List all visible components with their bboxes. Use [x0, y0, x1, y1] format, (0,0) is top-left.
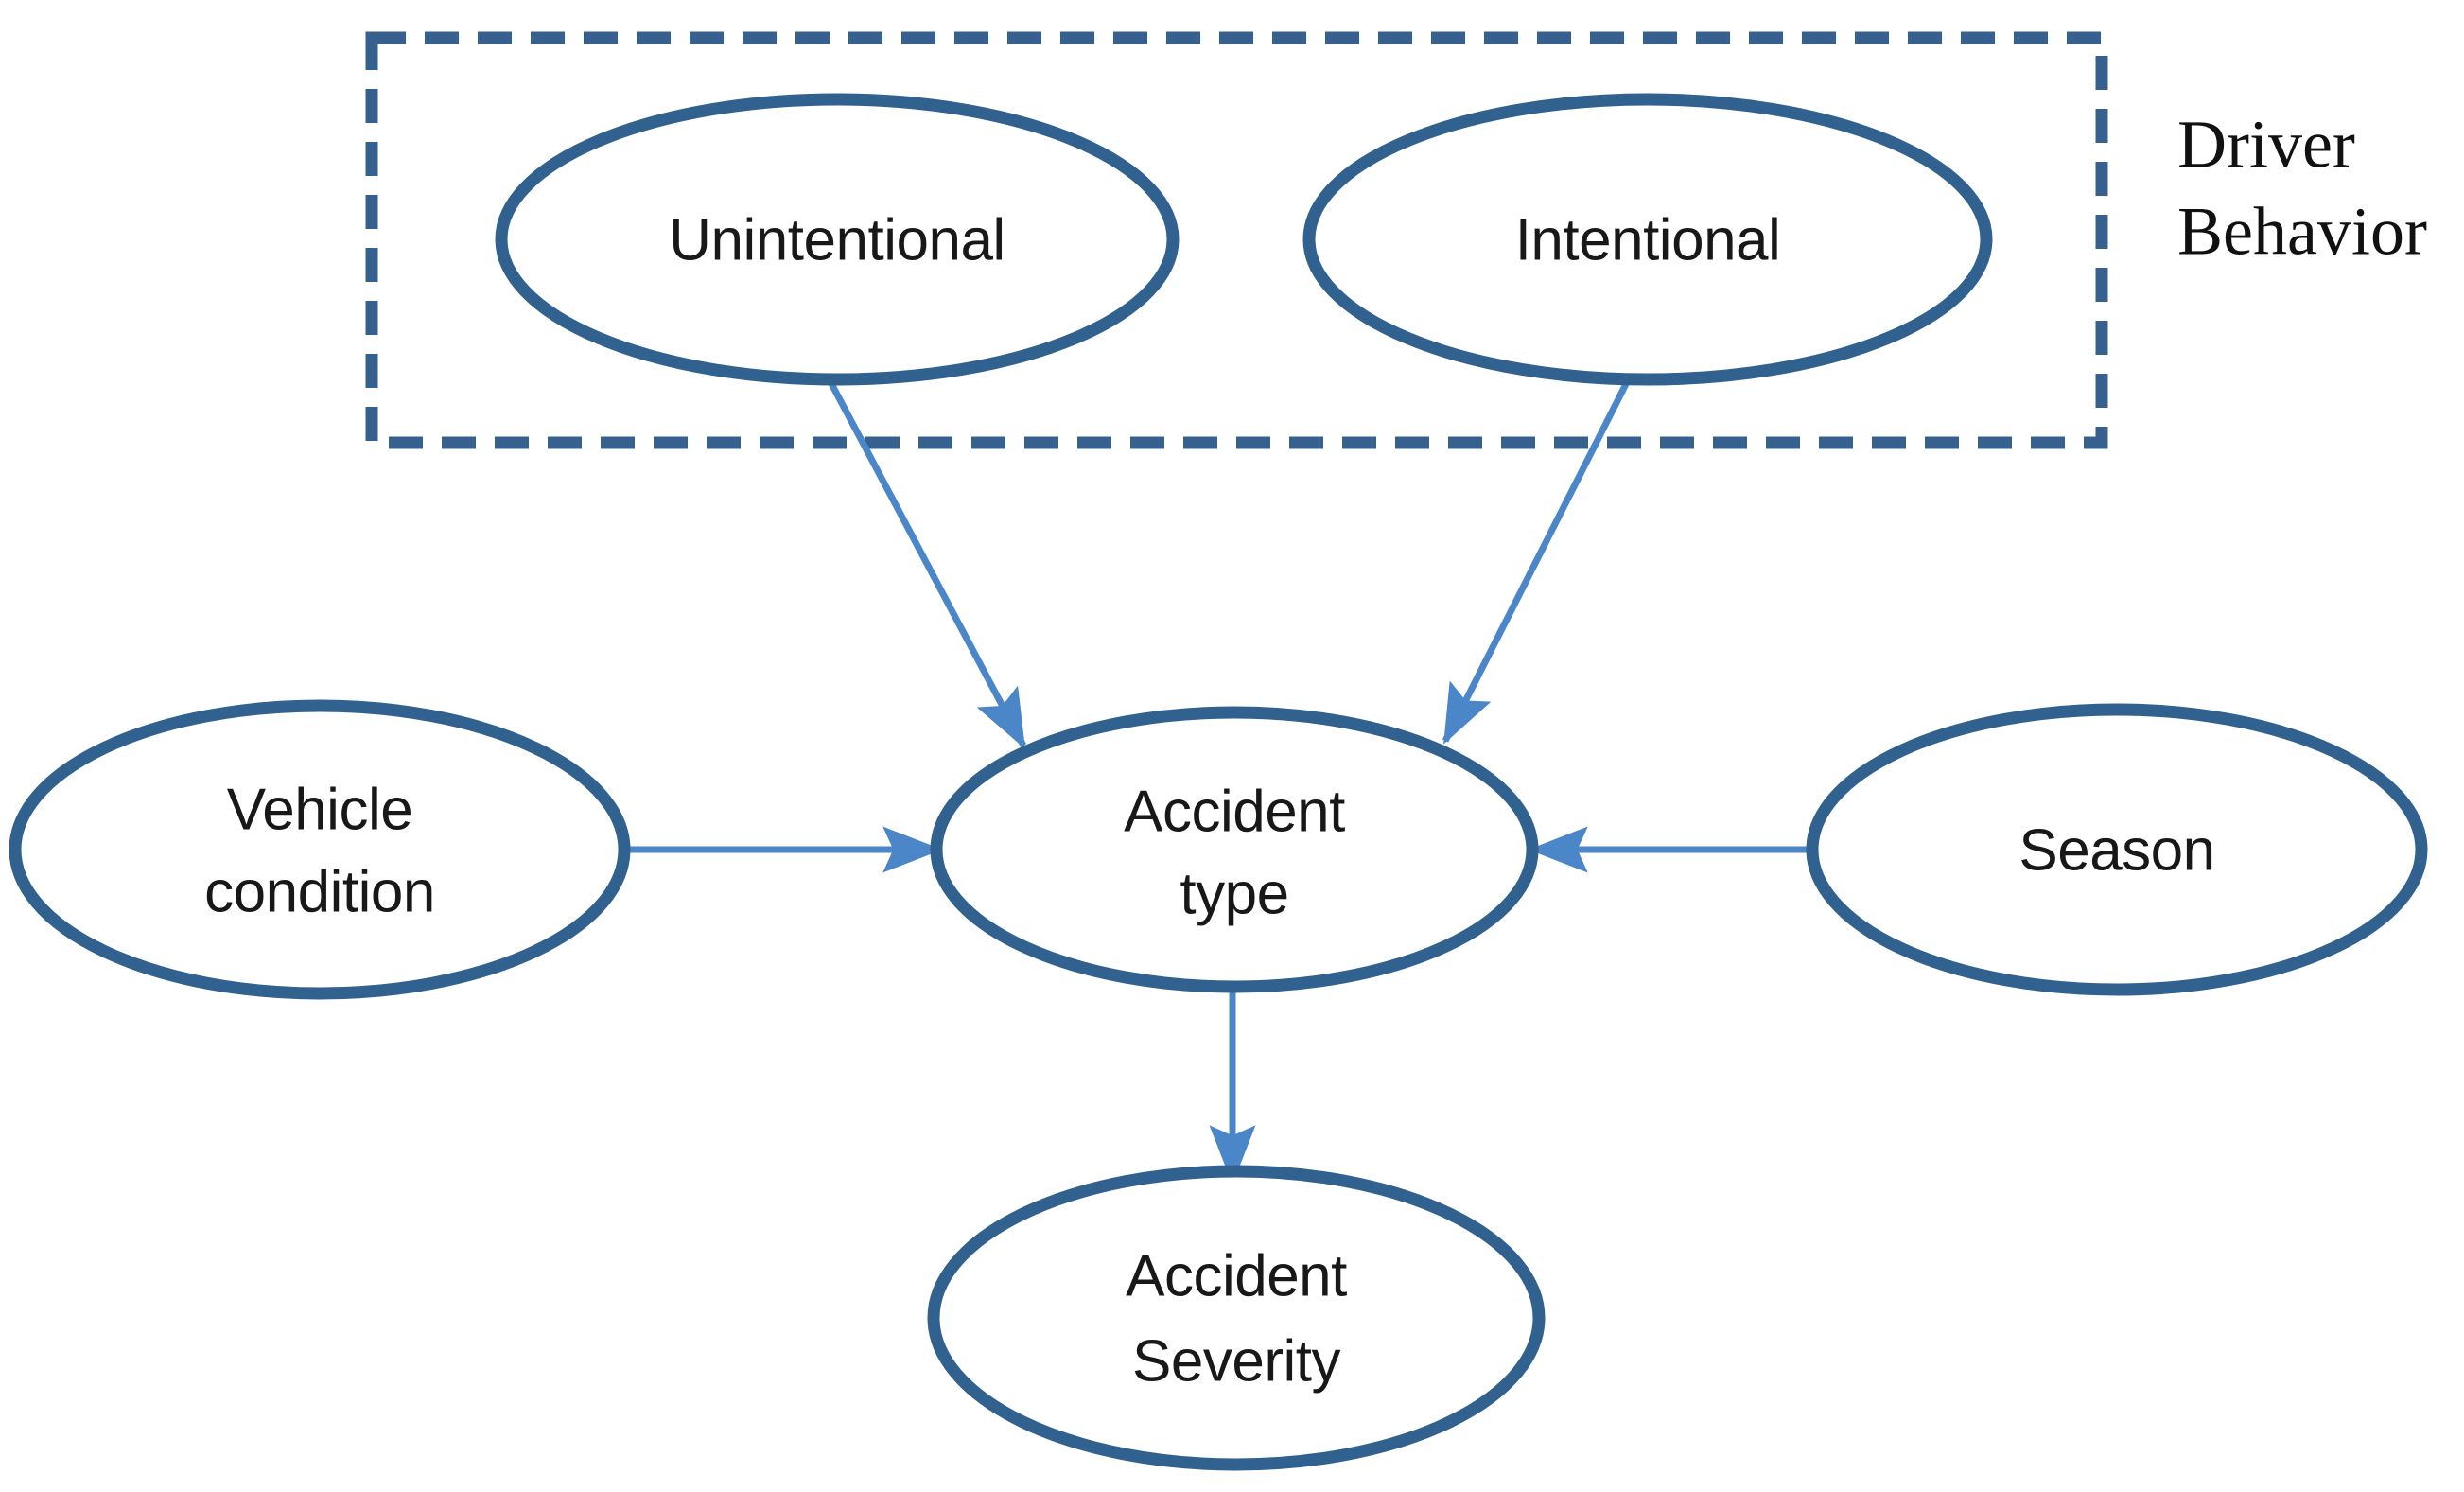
node-unintentional[interactable]: Unintentional	[495, 93, 1180, 386]
node-accident-severity-label-line-1: Accident	[1126, 1243, 1347, 1308]
node-vehicle-condition[interactable]: Vehicle condition	[9, 699, 631, 1000]
edge-intentional-to-accident-type	[1442, 375, 1634, 745]
node-intentional[interactable]: Intentional	[1302, 93, 1993, 386]
driver-behavior-group-label-line-1: Driver	[2177, 107, 2355, 183]
node-accident-severity-label-line-2: Severity	[1132, 1328, 1340, 1394]
node-accident-severity[interactable]: Accident Severity	[927, 1165, 1546, 1471]
node-accident-type-label-line-2: type	[1180, 861, 1288, 926]
node-accident-type-ellipse	[930, 706, 1539, 993]
node-accident-type-label-line-1: Accident	[1124, 779, 1345, 844]
node-accident-type[interactable]: Accident type	[930, 706, 1539, 993]
node-season-label: Season	[2018, 817, 2214, 883]
node-unintentional-label: Unintentional	[669, 207, 1005, 272]
edge-unintentional-to-accident-type	[824, 375, 1027, 749]
driver-behavior-group-label-line-2: Behavior	[2177, 194, 2427, 270]
node-vehicle-condition-ellipse	[9, 699, 631, 1000]
driver-behavior-group-box	[365, 31, 2108, 449]
node-vehicle-condition-label-line-2: condition	[204, 859, 435, 924]
node-accident-severity-ellipse	[927, 1165, 1546, 1471]
node-intentional-label: Intentional	[1515, 207, 1781, 272]
node-season-ellipse	[1806, 703, 2428, 996]
node-vehicle-condition-label-line-1: Vehicle	[227, 777, 412, 842]
node-unintentional-ellipse	[495, 93, 1180, 386]
node-intentional-ellipse	[1302, 93, 1993, 386]
node-season[interactable]: Season	[1806, 703, 2428, 996]
